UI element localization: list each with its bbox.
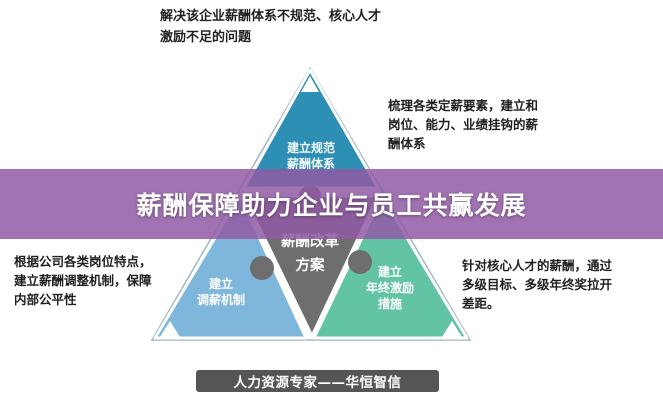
corner-triangle-top: [301, 76, 319, 92]
corner-triangle-right: [442, 321, 462, 337]
corner-triangle-left: [160, 321, 180, 337]
footer-bar: 人力资源专家——华恒智信: [196, 370, 439, 392]
puzzle-knob-left: [250, 256, 274, 280]
title-banner: 薪酬保障助力企业与员工共赢发展: [0, 169, 663, 239]
annotation-top: 解决该企业薪酬体系不规范、核心人才 激励不足的问题: [160, 9, 382, 45]
annotation-left: 根据公司各类岗位特点， 建立薪酬调整机制，保障 内部公平性: [14, 254, 152, 307]
annotation-right: 梳理各类定薪要素，建立和 岗位、能力、业绩挂钩的薪 酬体系: [388, 98, 539, 151]
footer-text: 人力资源专家——华恒智信: [233, 375, 402, 391]
pyramid-left-label: 建立 调薪机制: [196, 277, 245, 307]
pyramid-right-segment: [312, 194, 469, 340]
puzzle-knob-right: [348, 250, 372, 274]
banner-title: 薪酬保障助力企业与员工共赢发展: [136, 191, 527, 220]
pyramid-top-label: 建立规范 薪酬体系: [286, 141, 335, 171]
annotation-bottom-right: 针对核心人才的薪酬，通过 多级目标、多级年终奖拉开 差距。: [462, 258, 613, 311]
pyramid-right-label: 建立 年终激励 措施: [365, 265, 414, 311]
